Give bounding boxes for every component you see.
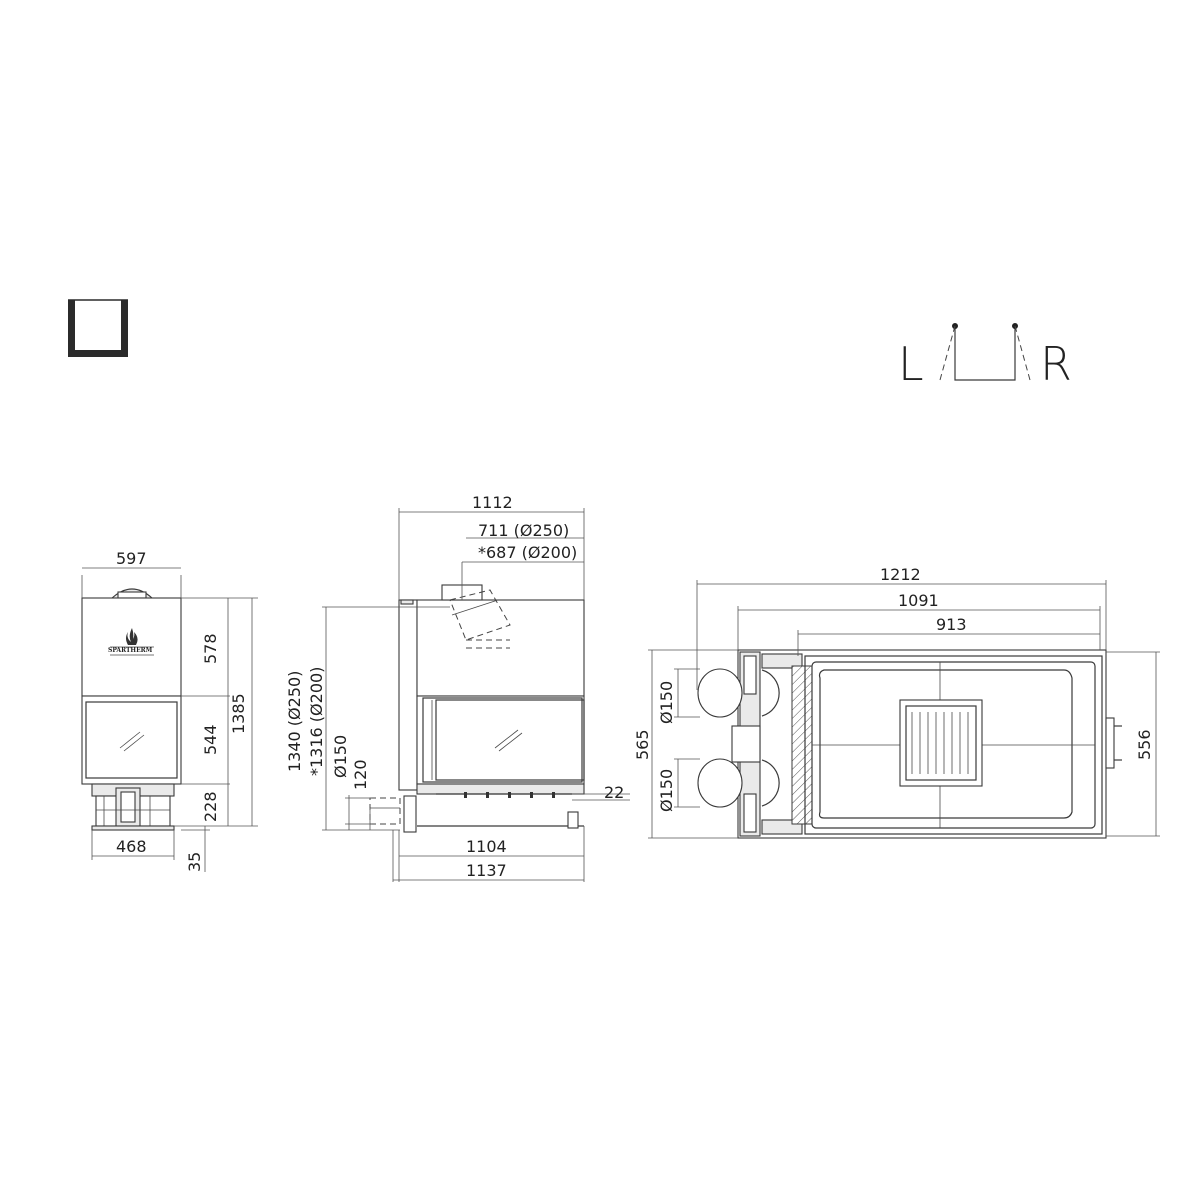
dim-base-height: 228 [201,791,220,822]
dim-flue-offset-250: 711 (Ø250) [478,521,569,540]
dim-step: 22 [604,783,624,802]
corner-fireplace-icon [68,299,128,357]
burner-grate [899,699,983,787]
air-spigot-upper [697,668,780,718]
corner-symbol [939,323,1031,381]
dim-upper-height: 578 [201,633,220,664]
brand-label: SPARTHERM [108,647,153,654]
side-view: 1112 711 (Ø250) *687 (Ø200) 1340 (Ø250) … [285,493,630,882]
dim-flue-offset-200: *687 (Ø200) [478,543,577,562]
dim-total-depth: 1137 [466,861,507,880]
dim-width: 597 [116,549,147,568]
dim-glass-height: 544 [201,724,220,755]
door-handle [1105,717,1122,769]
dim-depth-right: 556 [1135,729,1154,760]
burner-rail [436,792,572,798]
front-view: SPARTHERM 597 578 544 1385 228 46 [81,549,258,872]
right-letter: R [1040,337,1072,391]
dim-base-width: 468 [116,837,147,856]
air-inlet [369,797,401,825]
dim-bottom-depth: 1104 [466,837,507,856]
dim-height-200: *1316 (Ø200) [307,667,326,776]
dim-air-dia-upper: Ø150 [657,681,676,724]
dim-air-dia-lower: Ø150 [657,769,676,812]
top-view: 1212 1091 913 565 Ø150 Ø150 556 [633,565,1160,839]
dim-air-height: 120 [351,759,370,790]
air-spigot-lower [697,758,780,808]
left-right-legend: L R [898,323,1072,391]
dim-firebox-width: 913 [936,615,967,634]
dim-air-dia: Ø150 [331,735,350,778]
side-glass [435,699,585,781]
dim-inner-width: 1091 [898,591,939,610]
dim-depth-left: 565 [633,729,652,760]
glass-door [85,701,178,779]
left-letter: L [898,337,924,391]
dim-height-250: 1340 (Ø250) [285,671,304,772]
flame-logo-icon [110,628,154,648]
dim-total-height: 1385 [229,693,248,734]
dim-total-width: 1212 [880,565,921,584]
rear-panel [398,599,418,791]
dim-foot: 35 [185,852,204,872]
dim-depth-top: 1112 [472,493,513,512]
